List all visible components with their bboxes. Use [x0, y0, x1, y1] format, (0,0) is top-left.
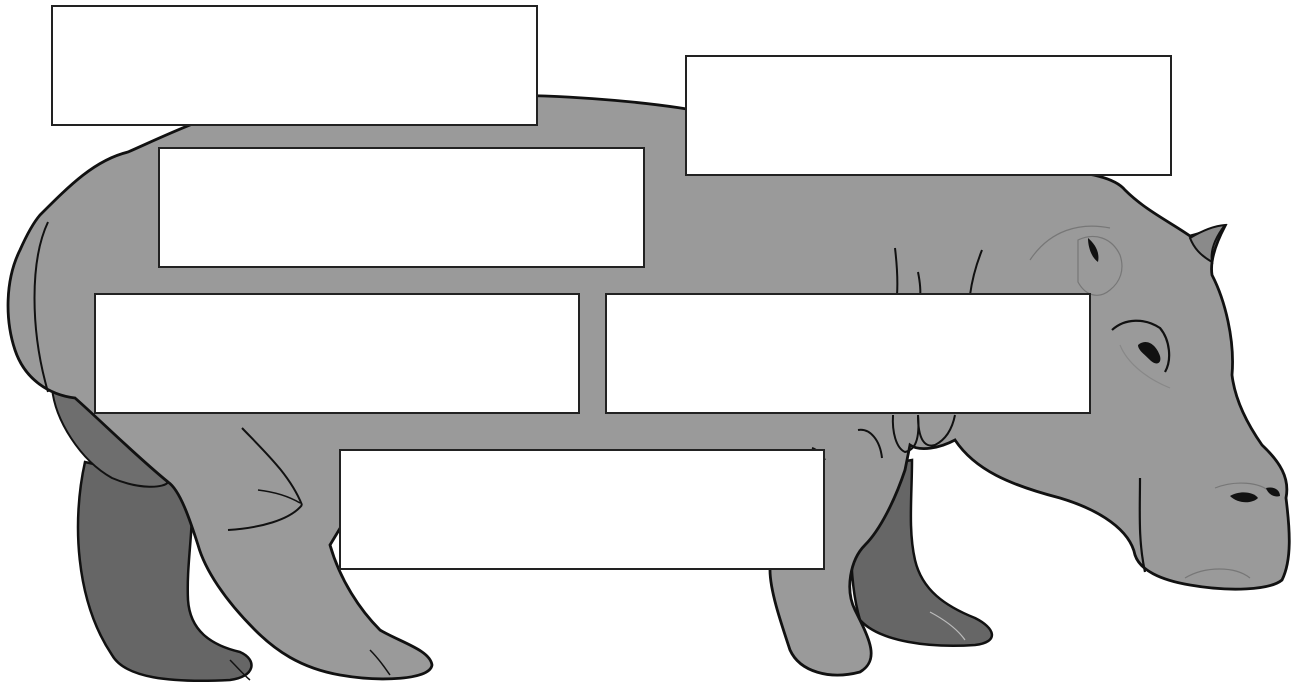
label-box-2[interactable]	[685, 55, 1172, 176]
label-box-3-text	[392, 204, 412, 212]
label-box-5[interactable]	[605, 293, 1091, 414]
label-box-6[interactable]	[339, 449, 825, 570]
label-box-1-text	[285, 62, 305, 70]
label-box-1[interactable]	[51, 5, 538, 126]
label-box-3[interactable]	[158, 147, 645, 268]
label-box-6-text	[572, 506, 592, 514]
label-box-4-text	[327, 350, 347, 358]
label-box-2-text	[919, 112, 939, 120]
label-box-4[interactable]	[94, 293, 580, 414]
label-box-5-text	[838, 350, 858, 358]
